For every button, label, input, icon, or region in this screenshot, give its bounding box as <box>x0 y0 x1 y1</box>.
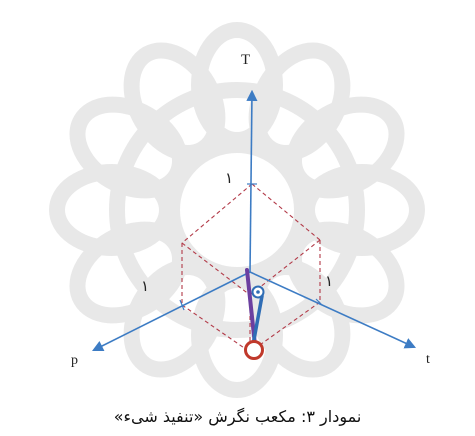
vector-blue <box>251 294 264 347</box>
axes <box>91 89 417 352</box>
cube-edge <box>249 239 321 296</box>
watermark-rosette <box>49 22 425 398</box>
unit-label-vertical: ۱ <box>225 171 233 187</box>
cube-edge <box>181 242 251 296</box>
tick-t <box>315 298 323 306</box>
axis-label-t: t <box>426 352 430 367</box>
axis-t <box>249 271 417 349</box>
point-marker-inner <box>256 290 260 294</box>
axis-label-p: p <box>71 353 78 368</box>
cube-edge <box>251 183 321 241</box>
origin-circle <box>244 340 264 360</box>
figure-caption: نمودار ۳: مکعب نگرش «تنفیذ شیء» <box>113 407 362 426</box>
axis-label-T: T <box>241 52 250 68</box>
axis-ticks <box>179 183 323 311</box>
tick-p <box>179 299 185 311</box>
axis-T <box>246 89 258 273</box>
axis-p <box>91 271 251 352</box>
cube-edge <box>181 183 253 244</box>
unit-label-left: ۱ <box>141 279 149 295</box>
unit-label-right: ۱ <box>325 274 333 290</box>
vectors <box>245 268 264 347</box>
